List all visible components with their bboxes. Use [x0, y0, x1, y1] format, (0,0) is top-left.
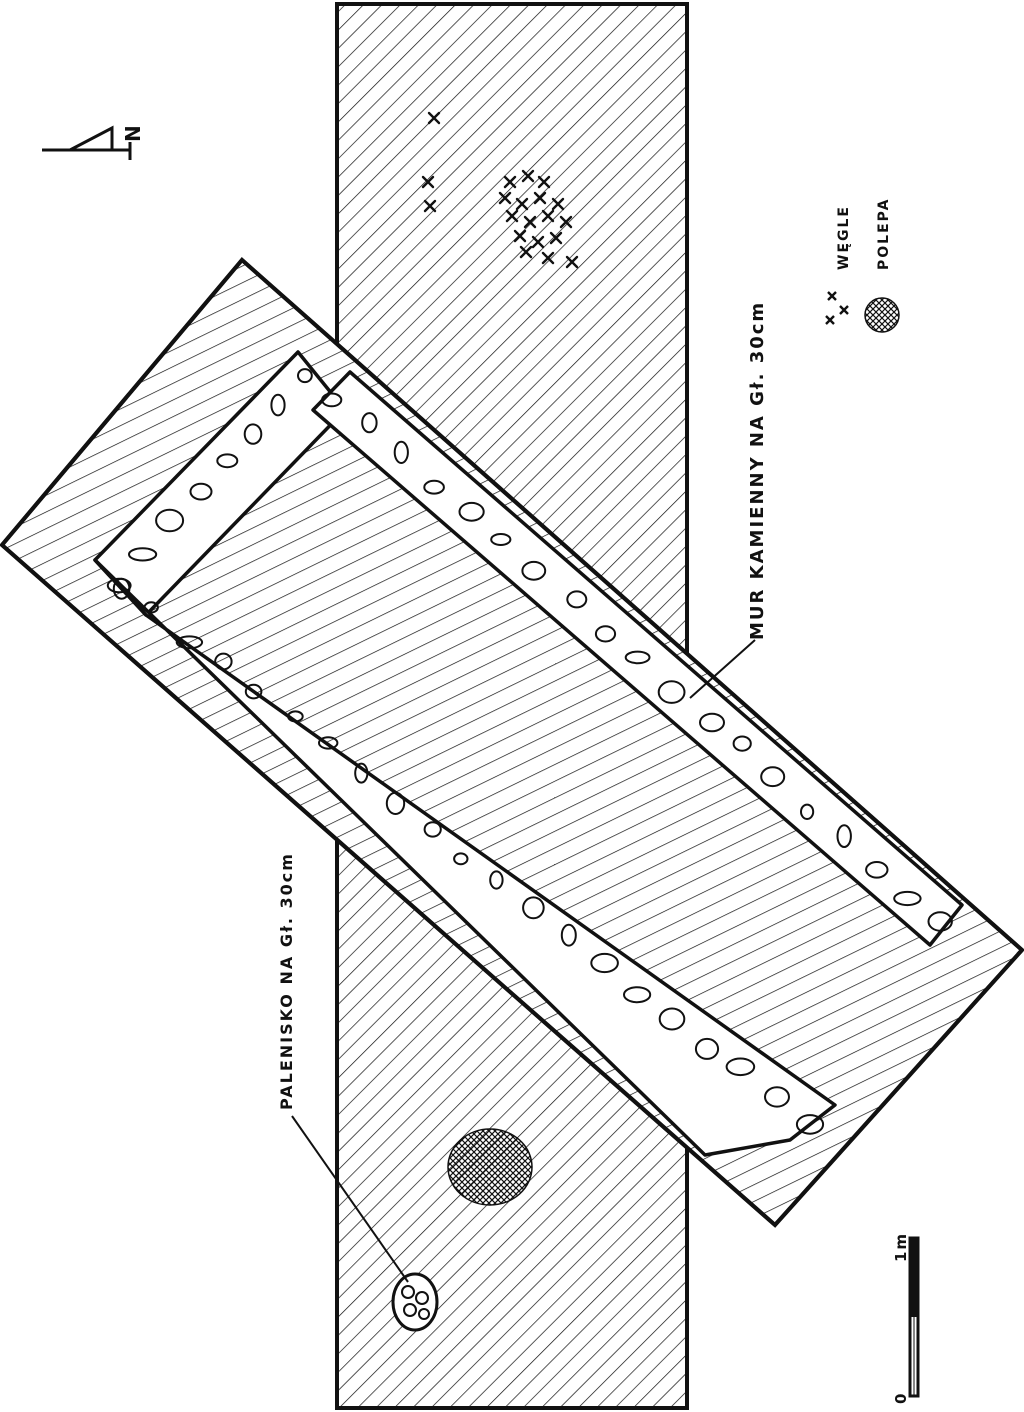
- wall-west-segment: [93, 558, 837, 1157]
- stone: [453, 852, 469, 866]
- coal-mark: [505, 209, 519, 223]
- stone: [566, 590, 588, 609]
- stone-wall: [93, 350, 964, 1157]
- stone: [458, 501, 485, 522]
- stone: [112, 577, 131, 600]
- wall-stones: [106, 368, 953, 1135]
- coal-mark: [515, 197, 529, 211]
- coal-mark: [531, 235, 545, 249]
- stone: [865, 861, 889, 879]
- coal-mark: [421, 175, 435, 189]
- coal-mark: [498, 191, 512, 205]
- stone: [658, 1007, 686, 1031]
- coal-mark: [551, 197, 565, 211]
- coal-mark: [513, 229, 527, 243]
- stone: [244, 683, 263, 700]
- scale-one-label: 1m: [892, 1232, 910, 1262]
- stone: [270, 393, 286, 417]
- stone: [560, 923, 577, 947]
- stone: [423, 479, 445, 495]
- stone: [594, 625, 617, 643]
- north-label: N: [121, 123, 145, 142]
- stone: [732, 735, 752, 752]
- stone: [297, 368, 313, 384]
- legend-clay-label: POLEPA: [876, 198, 892, 270]
- coal-mark: [537, 175, 551, 189]
- stone: [214, 652, 233, 671]
- coal-mark: [503, 175, 517, 189]
- coal-mark: [423, 199, 437, 213]
- stone: [128, 547, 158, 562]
- stone: [893, 890, 922, 907]
- stone: [321, 392, 343, 408]
- stone: [155, 508, 185, 533]
- cross-mark-icon: [825, 291, 849, 325]
- stone: [623, 986, 652, 1004]
- wall-east-segment: [311, 370, 964, 947]
- clay-patch: [447, 1128, 533, 1206]
- scale-zero-label: 0: [892, 1392, 910, 1404]
- stone: [800, 803, 815, 820]
- coal-mark: [533, 191, 547, 205]
- stone: [143, 601, 159, 614]
- hearth-label: PALENISKO NA Gł. 30cm: [277, 852, 296, 1110]
- stone: [490, 533, 512, 546]
- coal-mark: [519, 245, 533, 259]
- stone: [760, 766, 786, 788]
- stone: [624, 650, 651, 665]
- coal-cluster: [421, 111, 579, 269]
- legend-coal-label: WĘGLE: [836, 205, 852, 270]
- stone: [423, 821, 442, 838]
- stone: [489, 870, 504, 890]
- coal-mark: [565, 255, 579, 269]
- stone: [287, 710, 304, 723]
- stone: [354, 762, 369, 784]
- scale-bar: [908, 1236, 920, 1398]
- north-arrow-icon: [42, 125, 132, 160]
- stone: [927, 911, 953, 932]
- stone: [522, 896, 545, 920]
- stone: [189, 482, 213, 501]
- stone: [243, 423, 263, 445]
- stone: [393, 440, 409, 464]
- stone: [725, 1057, 756, 1077]
- hearth-leader-line: [291, 1115, 409, 1283]
- coal-mark: [541, 209, 555, 223]
- stone: [836, 824, 852, 848]
- stone: [694, 1037, 720, 1060]
- stone: [699, 712, 725, 733]
- stone: [385, 791, 406, 816]
- legend: WĘGLE POLEPA: [825, 198, 900, 333]
- crosshatch-circle-icon: [864, 297, 900, 333]
- wall-leader-line: [689, 639, 756, 699]
- coal-mark: [427, 111, 441, 125]
- stone: [175, 635, 204, 650]
- stone: [361, 412, 378, 434]
- stone: [795, 1114, 825, 1135]
- wall-label: MUR KAMIENNY NA Gł. 30cm: [747, 301, 768, 640]
- stone: [216, 453, 239, 469]
- stone: [521, 560, 547, 581]
- stone: [318, 736, 339, 750]
- coal-mark: [521, 169, 535, 183]
- coal-mark: [549, 231, 563, 245]
- stone: [657, 680, 686, 704]
- hearth: [391, 1272, 439, 1332]
- coal-mark: [523, 215, 537, 229]
- stone: [764, 1086, 790, 1108]
- stone: [590, 952, 619, 974]
- coal-mark: [541, 251, 555, 265]
- coal-mark: [559, 215, 573, 229]
